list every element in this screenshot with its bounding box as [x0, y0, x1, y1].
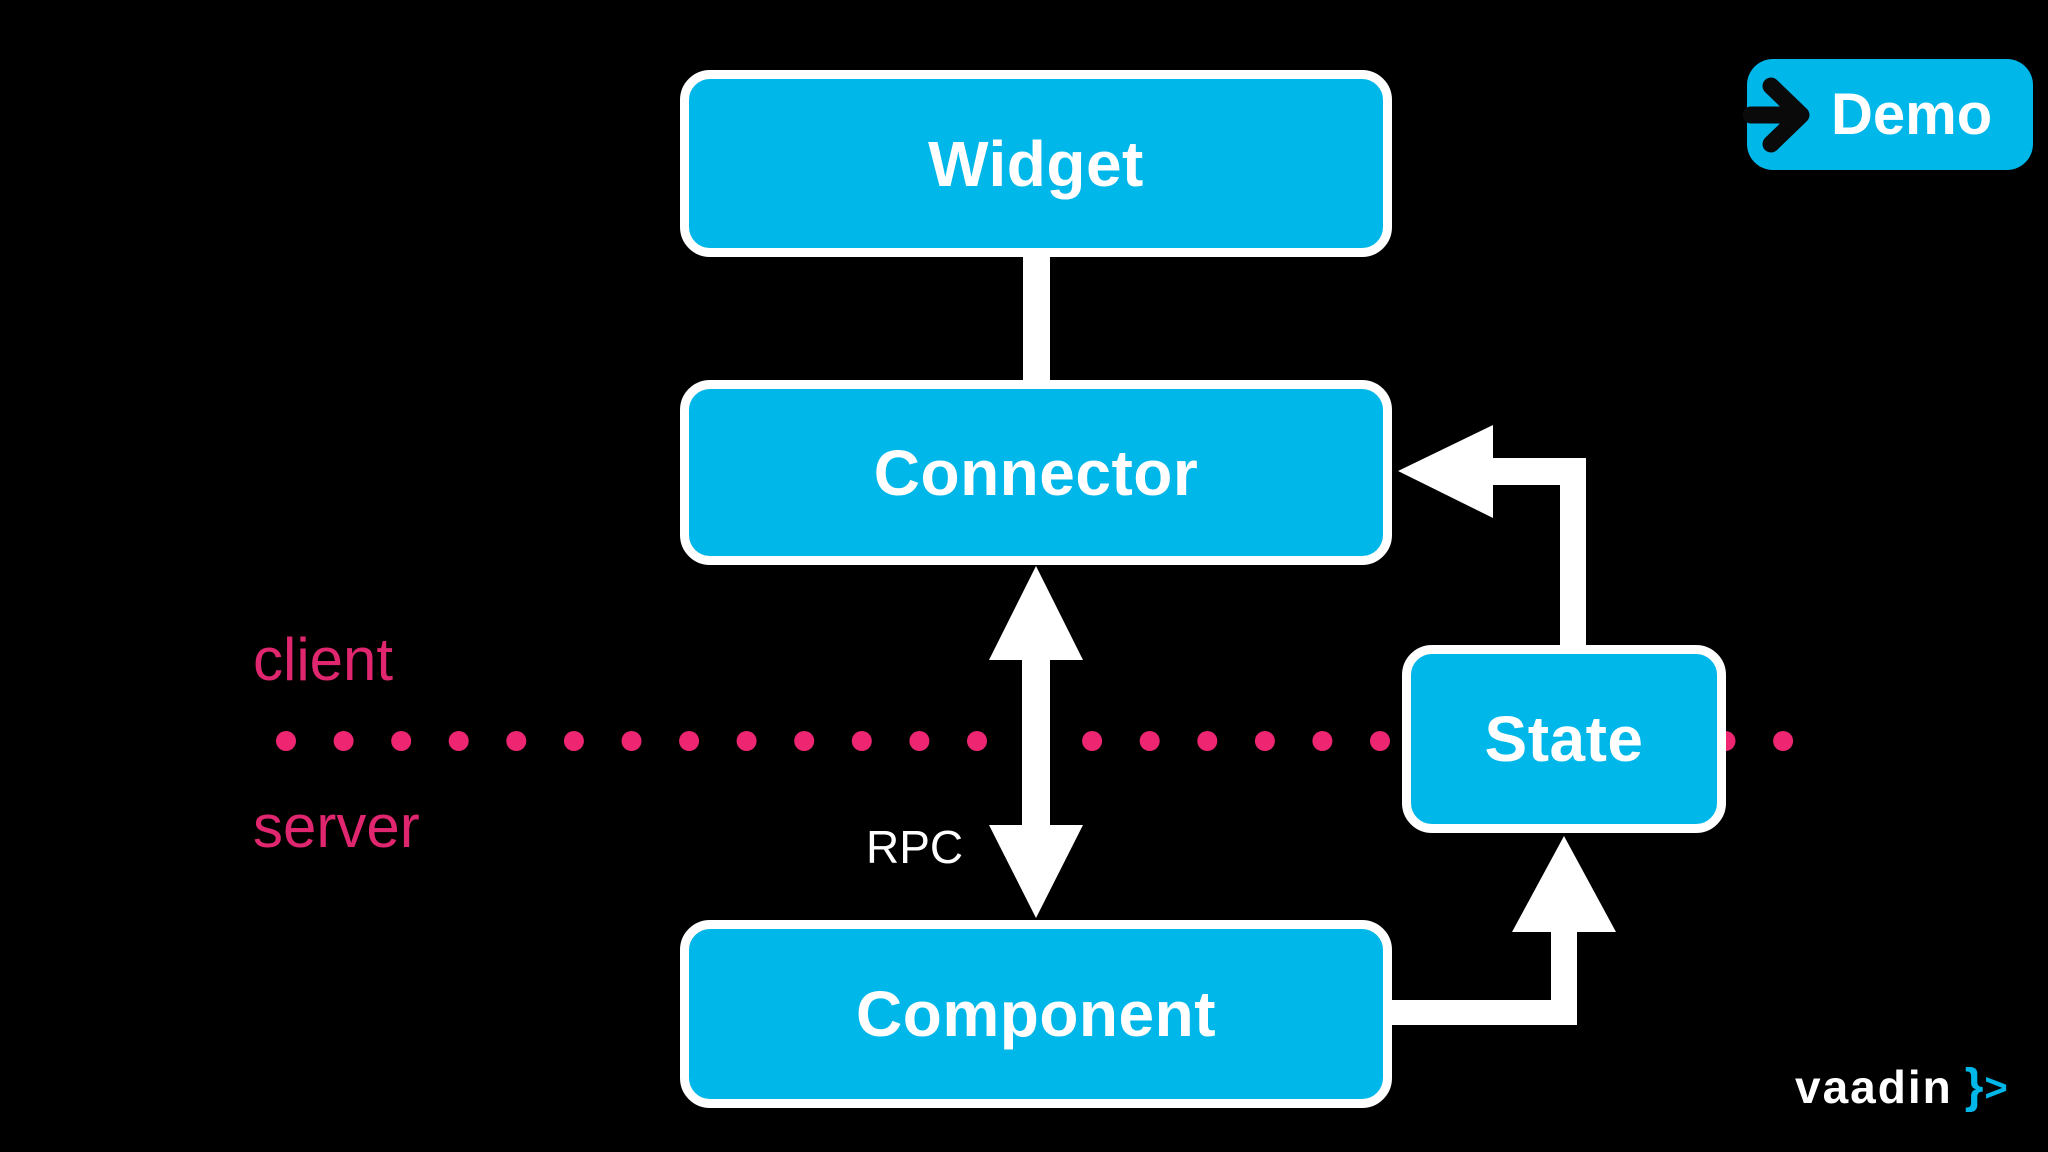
demo-button[interactable]: Demo — [1742, 59, 2033, 170]
right-arrow-icon — [1742, 77, 1810, 152]
divider-dot — [1082, 731, 1103, 751]
demo-button-label: Demo — [1831, 81, 1993, 147]
state-box: State — [1402, 645, 1726, 833]
server-zone-label: server — [253, 793, 420, 860]
vaadin-chevron-glyph: > — [1984, 1066, 2008, 1110]
divider-dot — [679, 731, 700, 751]
divider-dot — [448, 731, 469, 751]
divider-dot — [1139, 731, 1160, 751]
divider-dot — [621, 731, 642, 751]
divider-dot — [333, 731, 354, 751]
vaadin-brace-glyph: } — [1964, 1060, 1984, 1113]
divider-dot — [909, 731, 930, 751]
divider-dot — [794, 731, 815, 751]
divider-dot — [851, 731, 872, 751]
connector-component-double-arrow — [989, 566, 1083, 918]
divider-dot — [276, 731, 296, 751]
state-box-label: State — [1484, 703, 1644, 775]
divider-dot — [1773, 731, 1794, 751]
divider-dot — [1370, 731, 1390, 751]
divider-dot — [506, 731, 527, 751]
rpc-arrow-label: RPC — [866, 821, 964, 873]
divider-dot — [1197, 731, 1218, 751]
component-box: Component — [680, 920, 1392, 1108]
component-box-label: Component — [856, 978, 1216, 1050]
client-zone-label: client — [253, 626, 394, 693]
widget-connector-link-line — [1023, 248, 1050, 388]
connector-box: Connector — [680, 380, 1392, 565]
divider-dot — [563, 731, 584, 751]
widget-box-label: Widget — [928, 127, 1144, 200]
widget-box: Widget — [680, 70, 1392, 257]
divider-dot — [1254, 731, 1275, 751]
vaadin-wordmark: vaadin — [1795, 1061, 1953, 1113]
state-to-connector-arrow — [1398, 425, 1586, 652]
divider-dot — [1312, 731, 1333, 751]
divider-dot — [736, 731, 757, 751]
component-to-state-arrow — [1390, 836, 1616, 1025]
divider-dot — [391, 731, 412, 751]
connector-box-label: Connector — [873, 436, 1199, 509]
vaadin-logo: vaadin } > — [1795, 1063, 2008, 1111]
divider-dot — [967, 731, 987, 751]
